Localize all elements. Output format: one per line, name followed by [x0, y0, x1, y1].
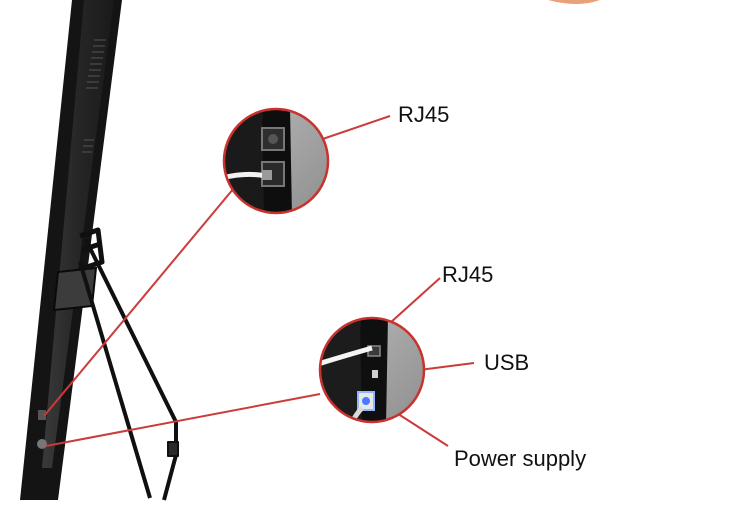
stand-hinge	[167, 441, 179, 457]
corner-glint	[548, 0, 600, 4]
label-rj45-bottom: RJ45	[442, 262, 494, 287]
zoom-circle-top-border	[222, 107, 330, 215]
panel-port-upper	[38, 410, 46, 420]
label-power-supply: Power supply	[454, 446, 587, 471]
leader-power-label	[391, 409, 449, 447]
stand-inner-leg	[78, 261, 152, 499]
zoom-circle-top	[222, 107, 330, 215]
panel-back-face	[42, 0, 114, 468]
usb-port	[372, 370, 378, 378]
leader-lines	[43, 115, 475, 447]
leader-top-to-panel	[43, 187, 235, 417]
label-usb: USB	[484, 350, 530, 375]
zoom-circle-bottom-border	[318, 316, 426, 424]
vent-grill	[82, 39, 106, 153]
zoom-circle-bottom	[318, 316, 426, 424]
stand-top-bracket	[79, 227, 105, 271]
folding-stand	[78, 227, 179, 501]
panel-port-lower	[37, 439, 47, 449]
cable-white-lower	[320, 345, 373, 367]
led-poster-panel	[20, 0, 122, 500]
label-rj45-top: RJ45	[398, 102, 450, 127]
leader-bottom-to-panel	[45, 393, 321, 447]
stand-cross-bar	[81, 241, 101, 253]
stand-outer-leg	[84, 239, 178, 501]
